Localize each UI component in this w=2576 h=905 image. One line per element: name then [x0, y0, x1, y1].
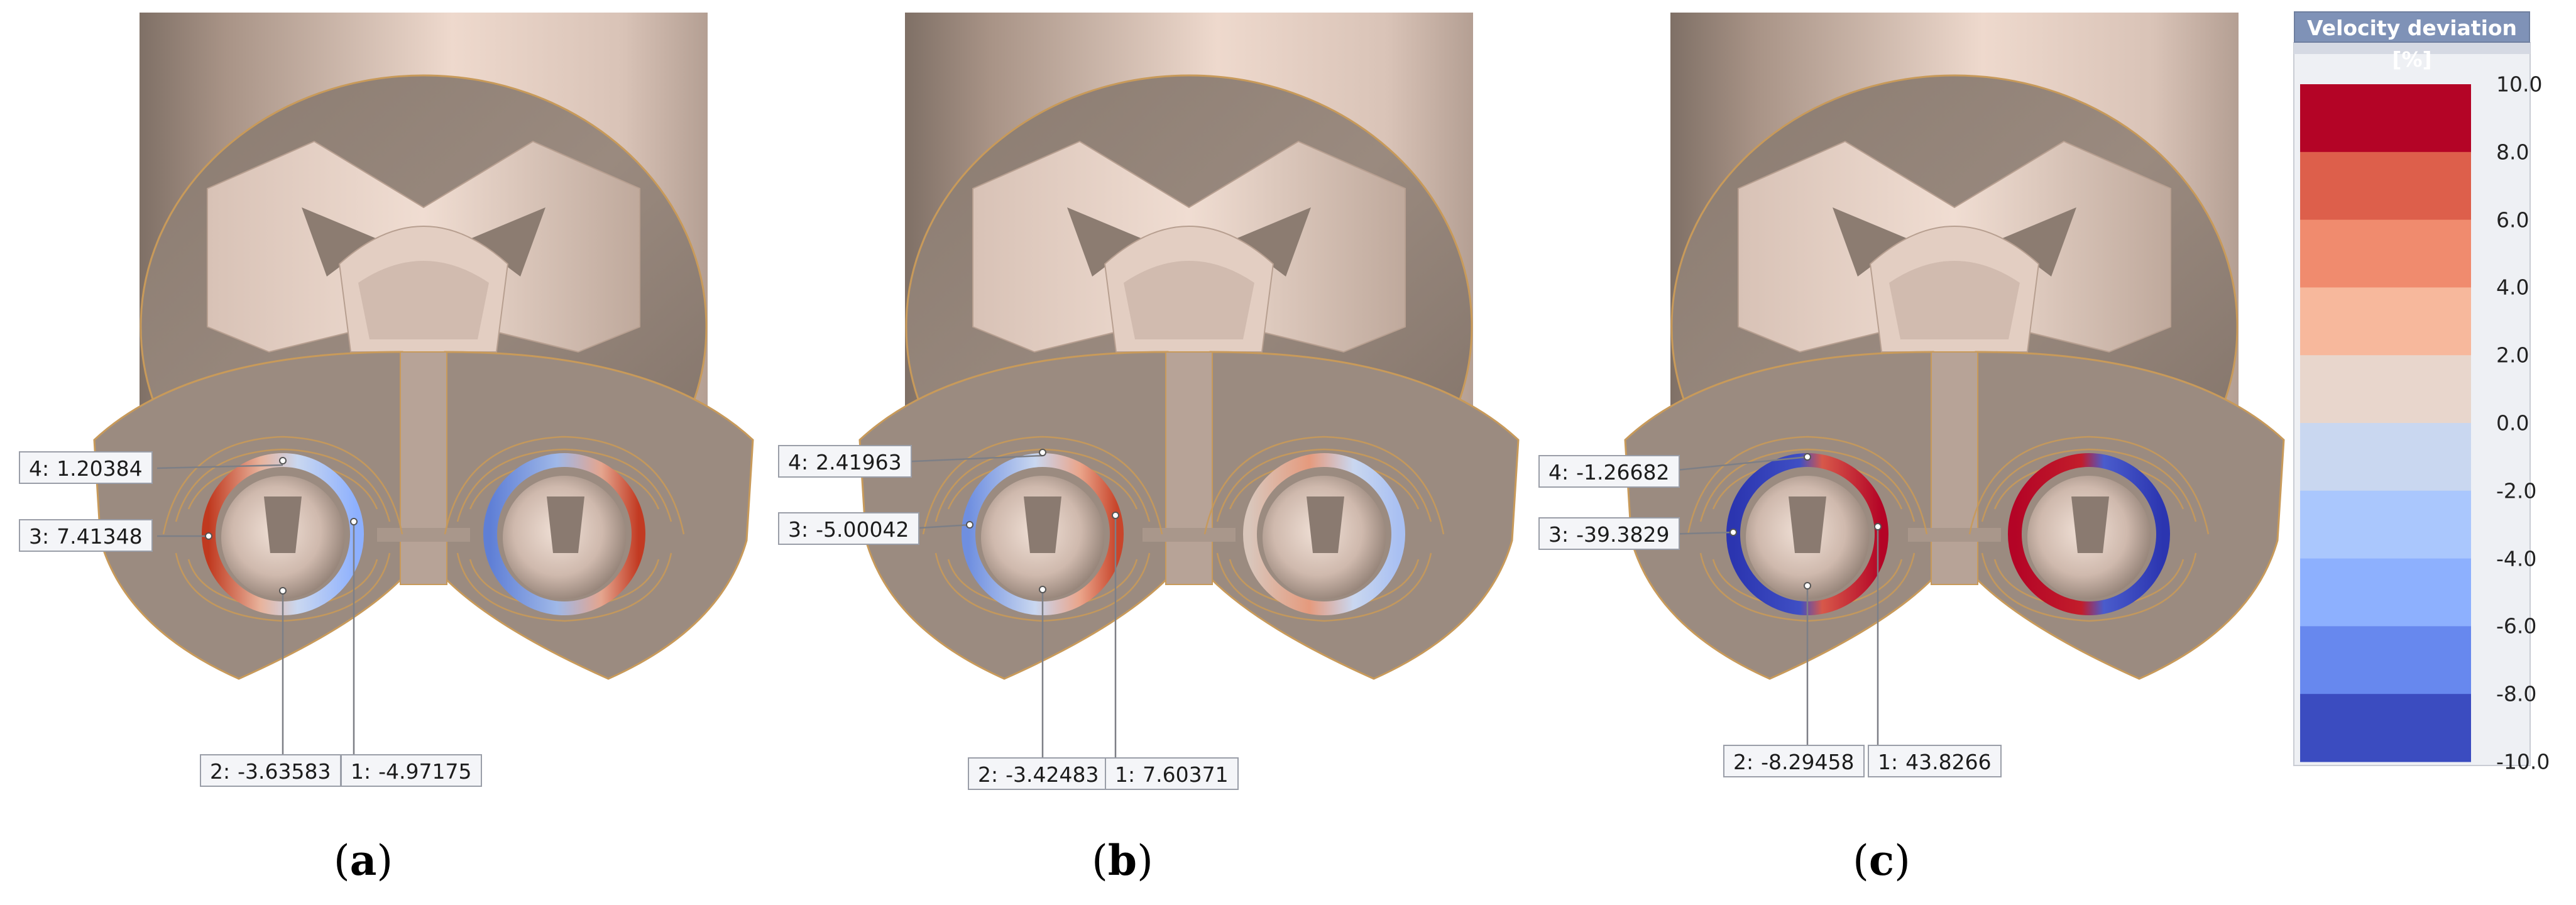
- panel-a-probe-4-label: 4:1.20384: [19, 451, 153, 484]
- legend-band: [2300, 490, 2471, 559]
- legend-band: [2300, 355, 2471, 424]
- panel-c-probe-2-label: 2:-8.29458: [1723, 745, 1865, 777]
- legend-tick-label: 2.0: [2496, 343, 2529, 368]
- legend-band: [2300, 219, 2471, 288]
- panel-a-probe-2-label: 2:-3.63583: [200, 754, 341, 787]
- panel-a-probe-1-label: 1:-4.97175: [341, 754, 482, 787]
- panel-b-probe-4-label: 4:2.41963: [778, 445, 912, 478]
- legend-tick-label: -2.0: [2496, 478, 2537, 503]
- legend-tick-label: -10.0: [2496, 749, 2550, 774]
- legend-band: [2300, 151, 2471, 221]
- panel-a-model: [93, 11, 754, 754]
- legend-band: [2300, 84, 2471, 153]
- legend-tick-label: -8.0: [2496, 681, 2537, 706]
- panel-b-probe-3-label: 3:-5.00042: [778, 512, 919, 545]
- legend-bands: [2300, 84, 2471, 762]
- legend-tick-label: -4.0: [2496, 546, 2537, 571]
- panel-c-caption: (c): [1853, 836, 1910, 885]
- panel-b-probe-2-label: 2:-3.42483: [968, 757, 1109, 790]
- panel-c-probe-4-label: 4:-1.26682: [1538, 455, 1680, 488]
- legend-band: [2300, 423, 2471, 491]
- legend-tick-label: 0.0: [2496, 410, 2529, 436]
- legend-tick-label: 6.0: [2496, 207, 2529, 233]
- panel-b-probe-1-label: 1:7.60371: [1105, 757, 1239, 790]
- panel-c-model: [1624, 11, 2285, 745]
- panel-a-caption: (a): [333, 836, 393, 885]
- legend-title: Velocity deviation [%]: [2294, 11, 2530, 72]
- legend-tick-label: 4.0: [2496, 275, 2529, 300]
- panel-c-probe-1-label: 1:43.8266: [1868, 745, 2002, 777]
- legend-tick-label: -6.0: [2496, 613, 2537, 639]
- legend-band: [2300, 558, 2471, 627]
- panel-b-model: [858, 11, 1520, 757]
- legend-tick-label: 8.0: [2496, 140, 2529, 165]
- legend-band: [2300, 694, 2471, 762]
- legend-band: [2300, 287, 2471, 356]
- panel-b-caption: (b): [1092, 836, 1153, 885]
- panel-c-probe-3-label: 3:-39.3829: [1538, 517, 1680, 550]
- legend-tick-label: 10.0: [2496, 72, 2543, 97]
- legend-band: [2300, 626, 2471, 694]
- panel-a-probe-3-label: 3:7.41348: [19, 519, 153, 552]
